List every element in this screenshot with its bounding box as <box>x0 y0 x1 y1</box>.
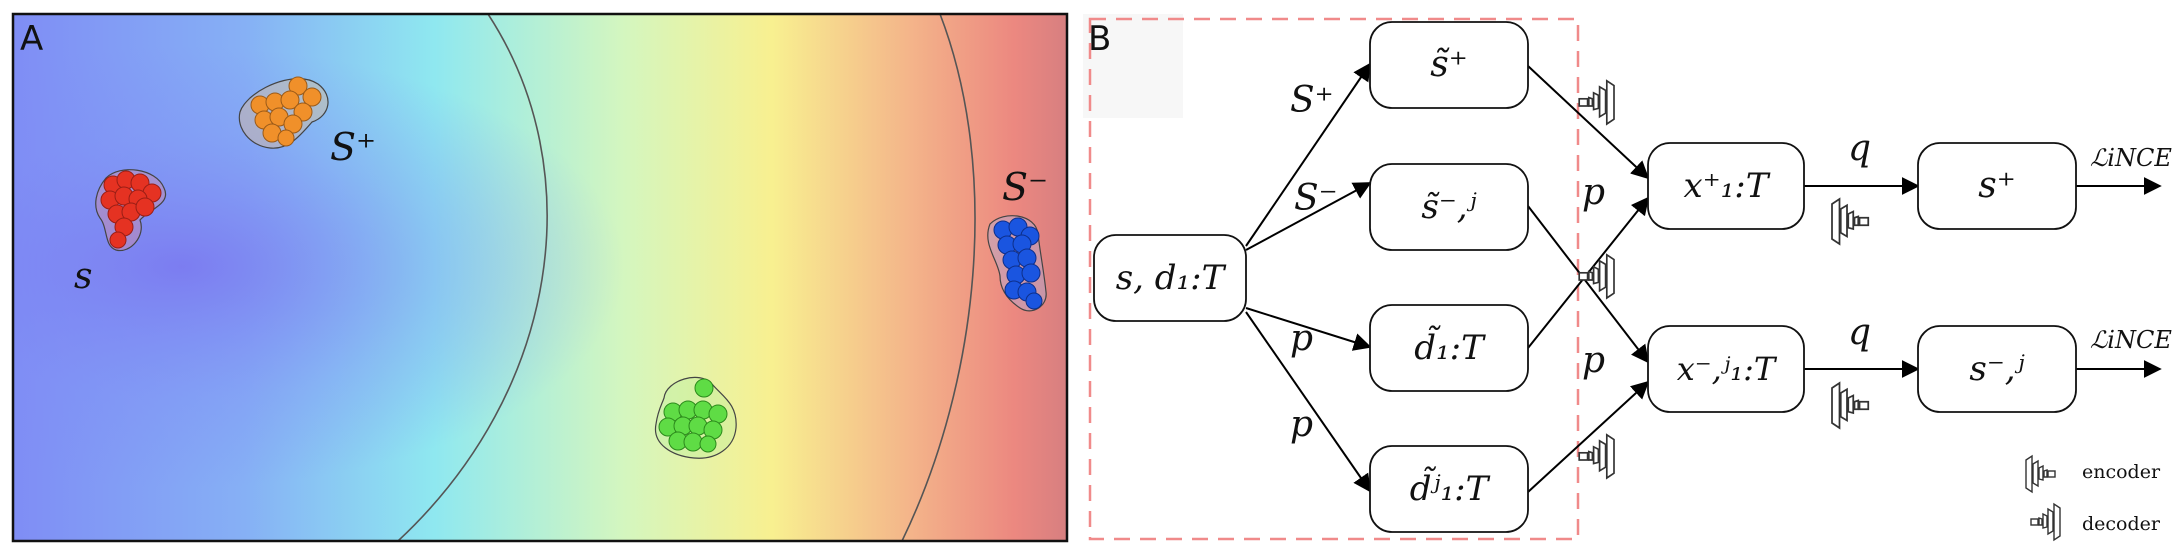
edge-label-q2: q <box>1848 312 1871 353</box>
encoder-icon <box>1831 382 1870 429</box>
edge-label-p1: p <box>1290 318 1313 359</box>
node-s-plus-out-label: s⁺ <box>1978 165 2015 206</box>
legend-decoder-icon <box>2030 503 2061 541</box>
edge-label-s-minus: S⁻ <box>1294 178 1338 219</box>
edges <box>1245 62 2162 493</box>
node-x-plus <box>1647 142 1805 230</box>
edge-label-s-plus: S⁺ <box>1290 80 1334 121</box>
panel-b-label-backdrop <box>1083 14 1183 118</box>
edge-input-to-d-tilde-j <box>1245 311 1372 493</box>
edge-s-plus-to-x-plus <box>1527 65 1650 180</box>
edge-label-p4: p <box>1582 340 1605 381</box>
panel-a: A s S⁺ <box>11 12 1069 543</box>
node-d-tilde-j-label: d̃ʲ₁:T <box>1410 466 1491 509</box>
cluster-s-plus <box>238 76 329 149</box>
edge-label-p2: p <box>1290 404 1313 445</box>
encoder-icon <box>1831 198 1870 245</box>
panel-a-label: A <box>20 19 43 59</box>
cluster-s-plus-label: S⁺ <box>330 125 376 169</box>
panel-a-border <box>11 12 1069 543</box>
edge-input-to-s-minus <box>1245 182 1372 251</box>
edge-label-q1: q <box>1848 128 1871 169</box>
node-x-plus-label: x⁺₁:T <box>1684 166 1771 206</box>
node-d-tilde <box>1369 304 1529 392</box>
node-s-minus-tilde-label: s̃⁻,ʲ <box>1421 187 1476 227</box>
node-s-plus-tilde <box>1369 21 1529 109</box>
legend: encoder decoder <box>2025 455 2161 541</box>
dashed-region <box>1088 17 1580 541</box>
cluster-green <box>654 376 737 459</box>
cluster-s <box>95 169 167 252</box>
nodes <box>1093 21 2077 533</box>
node-input-label: s, d₁:T <box>1116 258 1227 298</box>
edge-input-to-d-tilde <box>1245 307 1372 351</box>
node-x-minus-label: x⁻,ʲ₁:T <box>1677 350 1778 388</box>
legend-encoder-icon <box>2025 455 2056 493</box>
node-d-tilde-label: d̃₁:T <box>1414 325 1486 368</box>
contour-line-outer <box>901 14 976 541</box>
edge-label-loss1: ℒiNCE <box>2090 144 2172 172</box>
node-s-plus-out <box>1917 142 2077 230</box>
edge-input-to-s-plus <box>1245 62 1372 247</box>
edge-label-p3: p <box>1582 172 1605 213</box>
edge-d-tilde-j-to-x-minus <box>1527 380 1650 493</box>
panel-a-glow <box>13 14 1067 541</box>
panel-b-label: B <box>1088 19 1111 59</box>
node-s-minus-out-label: s⁻,ʲ <box>1969 349 2024 389</box>
node-s-plus-tilde-label: s̃⁺ <box>1430 44 1467 85</box>
legend-encoder-label: encoder <box>2082 461 2161 483</box>
legend-decoder-label: decoder <box>2082 513 2161 535</box>
contour-line-inner <box>397 14 548 541</box>
node-input <box>1093 234 1247 322</box>
edge-label-loss2: ℒiNCE <box>2090 326 2172 354</box>
cluster-s-label: s <box>74 256 92 297</box>
panel-b: B <box>1083 14 2172 541</box>
edge-s-minus-to-x-minus <box>1527 205 1650 364</box>
node-s-minus-out <box>1917 325 2077 413</box>
cluster-s-minus-label: S⁻ <box>1002 165 1048 209</box>
node-d-tilde-j <box>1369 445 1529 533</box>
node-s-minus-tilde <box>1369 163 1529 251</box>
cluster-s-minus <box>987 215 1047 312</box>
node-x-minus <box>1647 325 1805 413</box>
